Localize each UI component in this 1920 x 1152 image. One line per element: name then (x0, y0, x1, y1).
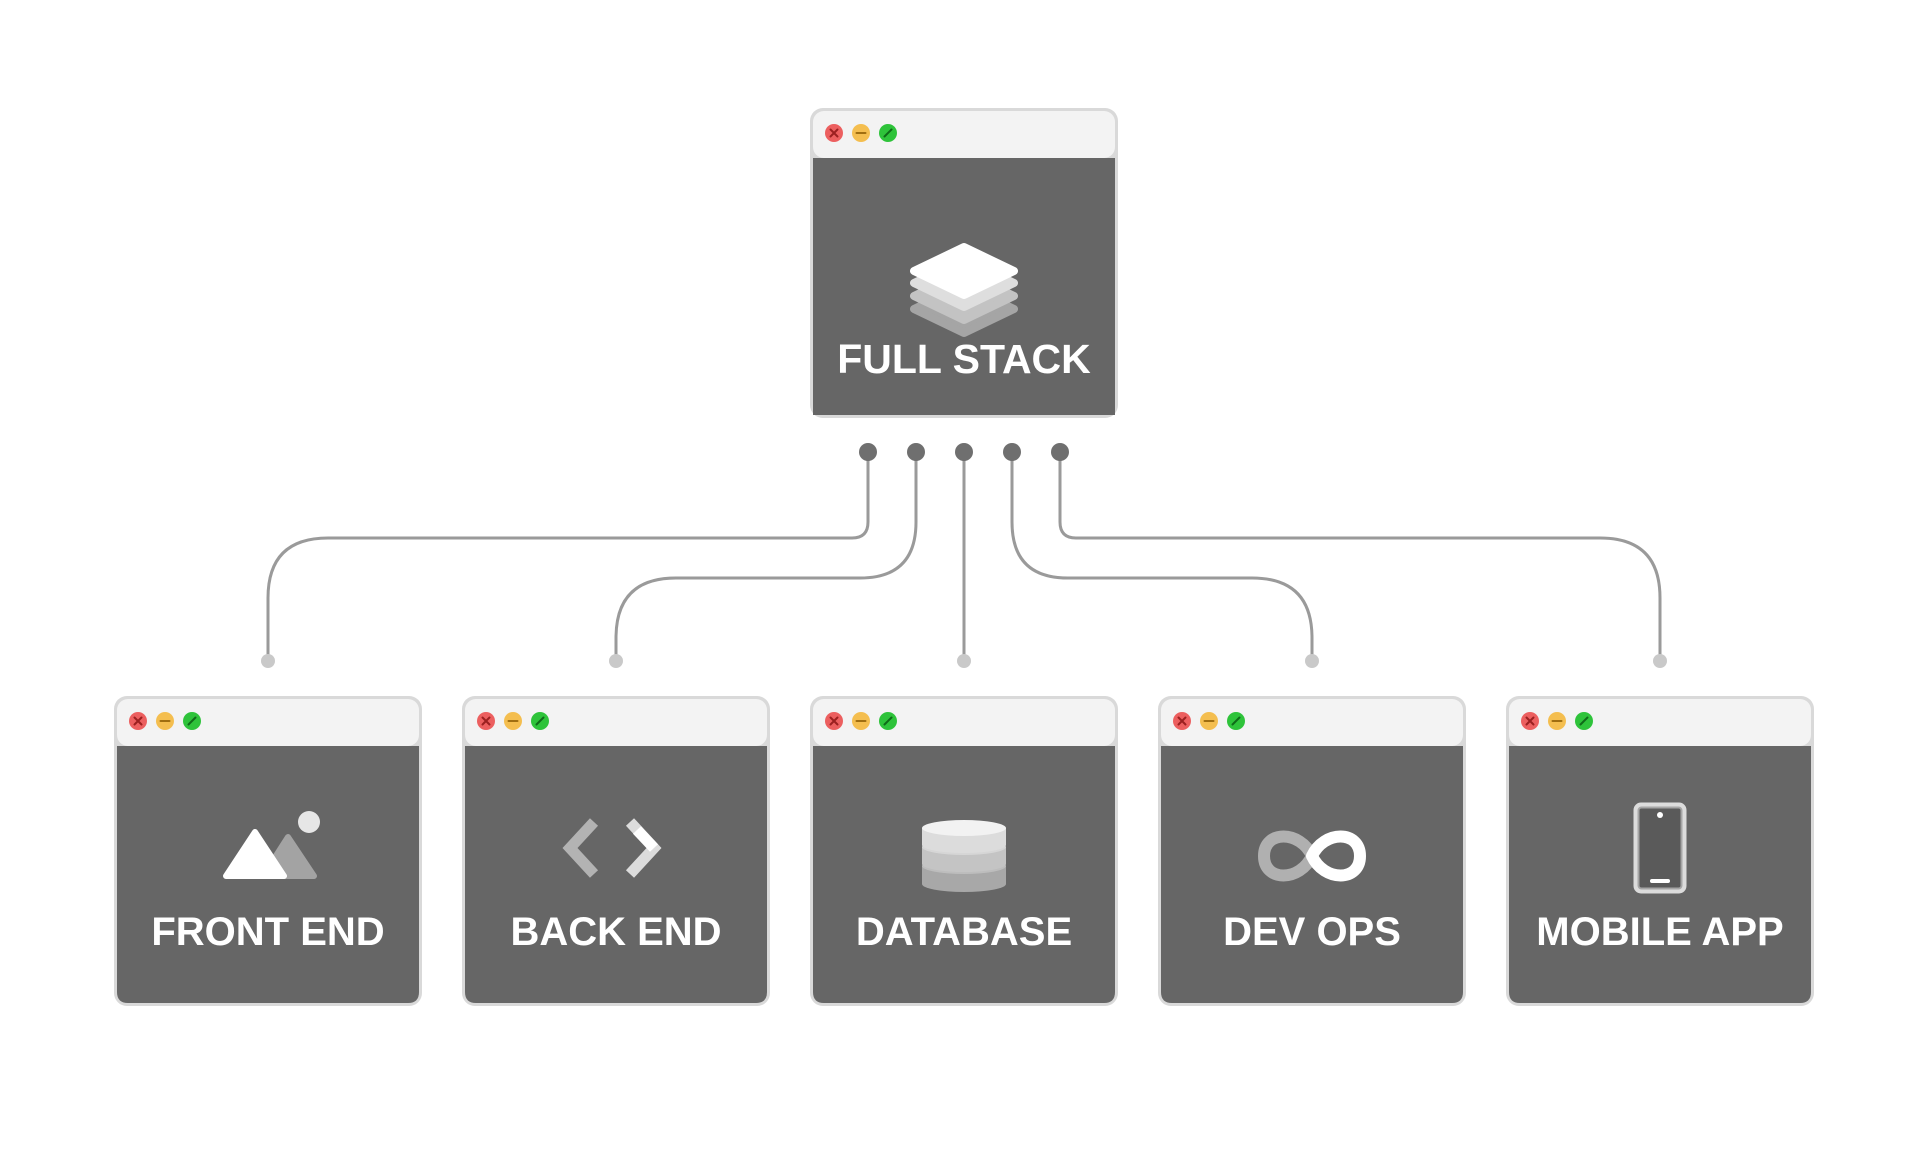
window-titlebar (1509, 699, 1811, 746)
window-controls (477, 712, 549, 730)
code-icon (562, 818, 662, 878)
connector-dot-bottom (1653, 654, 1667, 668)
node-label: MOBILE APP (1536, 910, 1783, 954)
back-end-window: BACK END (462, 696, 770, 1006)
window-body (1161, 746, 1463, 991)
mobile-app-window: MOBILE APP (1506, 696, 1814, 1006)
database-window: DATABASE (810, 696, 1118, 1006)
window-titlebar (813, 111, 1115, 158)
connector-dot-top (859, 443, 877, 461)
database-icon (922, 820, 1006, 892)
window-controls (129, 712, 201, 730)
connector-dot-top (907, 443, 925, 461)
connector-dev-ops (1010, 449, 1314, 660)
full-stack-window: FULL STACK (810, 108, 1118, 418)
window-titlebar (465, 699, 767, 746)
window-controls (1521, 712, 1593, 730)
layers-icon (910, 243, 1018, 337)
infinity-icon (1257, 830, 1367, 882)
connector-dot-top (955, 443, 973, 461)
node-label: DEV OPS (1223, 910, 1401, 954)
window-titlebar (813, 699, 1115, 746)
connector-mobile-app (1058, 449, 1662, 660)
connector-lines (266, 449, 1662, 660)
connector-front-end (266, 449, 870, 660)
window-titlebar (1161, 699, 1463, 746)
connector-back-end (614, 449, 918, 660)
node-label: BACK END (510, 910, 721, 954)
window-controls (1173, 712, 1245, 730)
connector-dot-bottom (609, 654, 623, 668)
connector-dot-top (1051, 443, 1069, 461)
node-label: FRONT END (151, 910, 384, 954)
window-controls (825, 124, 897, 142)
connector-dot-top (1003, 443, 1021, 461)
connector-dot-bottom (1305, 654, 1319, 668)
front-end-window: FRONT END (114, 696, 422, 1006)
connector-dots (261, 443, 1667, 668)
node-label: DATABASE (856, 910, 1072, 954)
connector-dot-bottom (261, 654, 275, 668)
dev-ops-window: DEV OPS (1158, 696, 1466, 1006)
smartphone-icon (1633, 802, 1687, 894)
hub-label: FULL STACK (837, 336, 1091, 382)
connector-dot-bottom (957, 654, 971, 668)
window-titlebar (117, 699, 419, 746)
window-body (465, 746, 767, 991)
window-controls (825, 712, 897, 730)
image-icon (223, 811, 320, 879)
